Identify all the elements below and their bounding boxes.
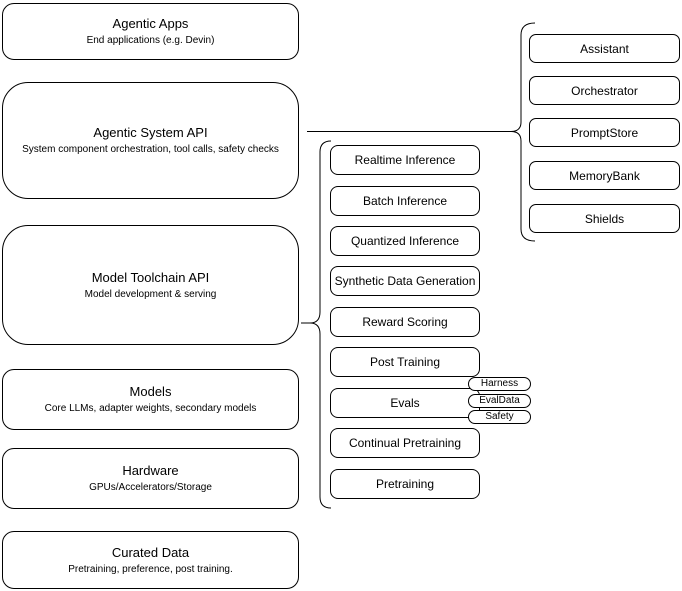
- node-label: Shields: [584, 211, 625, 226]
- node-curated-data: Curated Data Pretraining, preference, po…: [2, 531, 299, 589]
- node-subtitle: GPUs/Accelerators/Storage: [89, 482, 212, 493]
- curly-brace-toolchain-services: [309, 140, 332, 509]
- node-post-training: Post Training: [330, 347, 480, 377]
- node-assistant: Assistant: [529, 34, 680, 63]
- node-subtitle: Model development & serving: [84, 288, 217, 300]
- node-subtitle: Core LLMs, adapter weights, secondary mo…: [44, 403, 257, 414]
- node-model-toolchain-api: Model Toolchain API Model development & …: [2, 225, 299, 345]
- node-continual-pretraining: Continual Pretraining: [330, 428, 480, 458]
- node-models: Models Core LLMs, adapter weights, secon…: [2, 369, 299, 430]
- node-label: Pretraining: [375, 477, 435, 491]
- node-agentic-system-api: Agentic System API System component orch…: [2, 82, 299, 199]
- node-hardware: Hardware GPUs/Accelerators/Storage: [2, 448, 299, 509]
- node-title: Agentic Apps: [112, 16, 189, 31]
- node-label: PromptStore: [570, 125, 639, 140]
- tag-label: Safety: [485, 411, 514, 422]
- curly-brace-system-components: [510, 22, 536, 242]
- node-label: Synthetic Data Generation: [334, 274, 476, 288]
- node-reward-scoring: Reward Scoring: [330, 307, 480, 337]
- node-shields: Shields: [529, 204, 680, 233]
- node-label: Continual Pretraining: [348, 436, 462, 450]
- node-promptstore: PromptStore: [529, 118, 680, 147]
- node-label: Orchestrator: [571, 83, 638, 98]
- node-memorybank: MemoryBank: [529, 161, 680, 190]
- node-label: Post Training: [369, 355, 441, 369]
- node-subtitle: System component orchestration, tool cal…: [22, 144, 279, 155]
- node-label: MemoryBank: [569, 168, 640, 183]
- tag-evaldata: EvalData: [468, 394, 531, 408]
- node-title: Models: [129, 384, 172, 399]
- node-subtitle: Pretraining, preference, post training.: [68, 563, 233, 575]
- node-title: Agentic System API: [93, 125, 208, 140]
- node-synthetic-data-generation: Synthetic Data Generation: [330, 266, 480, 296]
- node-title: Model Toolchain API: [91, 269, 210, 285]
- node-realtime-inference: Realtime Inference: [330, 145, 480, 175]
- node-agentic-apps: Agentic Apps End applications (e.g. Devi…: [2, 3, 299, 60]
- node-label: Batch Inference: [362, 194, 448, 208]
- node-label: Reward Scoring: [362, 315, 448, 329]
- node-pretraining: Pretraining: [330, 469, 480, 499]
- node-label: Realtime Inference: [354, 153, 456, 167]
- node-quantized-inference: Quantized Inference: [330, 226, 480, 256]
- node-label: Evals: [390, 396, 420, 410]
- tag-safety: Safety: [468, 410, 531, 424]
- node-orchestrator: Orchestrator: [529, 76, 680, 105]
- tag-label: Harness: [480, 378, 519, 389]
- node-batch-inference: Batch Inference: [330, 186, 480, 216]
- node-evals: Evals: [330, 388, 480, 418]
- tag-harness: Harness: [468, 377, 531, 391]
- node-title: Curated Data: [111, 544, 190, 560]
- node-label: Assistant: [580, 41, 629, 56]
- tag-label: EvalData: [479, 395, 520, 406]
- node-subtitle: End applications (e.g. Devin): [86, 35, 215, 46]
- node-label: Quantized Inference: [350, 234, 460, 248]
- node-title: Hardware: [122, 463, 179, 478]
